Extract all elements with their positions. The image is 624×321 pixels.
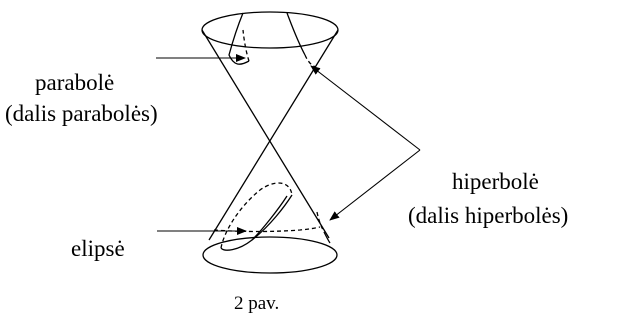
parabola-hidden-part [242, 29, 250, 62]
hyperbola-lower-branch [323, 231, 331, 244]
hyperbola-lower-pointer-arrow [329, 149, 421, 221]
upper-cone-right-edge [208, 29, 339, 241]
hyperbola-lower-hidden [316, 211, 325, 233]
hyperbola-part-label: (dalis hiperbolės) [408, 203, 569, 228]
upper-cone-left-edge [201, 29, 330, 239]
lower-cone-rim [202, 236, 338, 274]
ellipse-label: elipsė [71, 236, 125, 261]
hyperbola-upper-branch [286, 12, 306, 56]
ellipse-hidden-part [220, 182, 293, 249]
parabola-part-label: (dalis parabolės) [5, 101, 158, 126]
figure-caption: 2 pav. [234, 293, 280, 314]
parabola-curve [228, 12, 250, 65]
upper-cone-rim [201, 11, 339, 49]
hyperbola-label: hiperbolė [452, 169, 539, 194]
hyperbola-upper-pointer-arrow [310, 65, 421, 151]
hyperbola-upper-hidden [304, 54, 317, 68]
parabola-label: parabolė [35, 70, 115, 95]
ellipse-front-arc [251, 195, 288, 241]
